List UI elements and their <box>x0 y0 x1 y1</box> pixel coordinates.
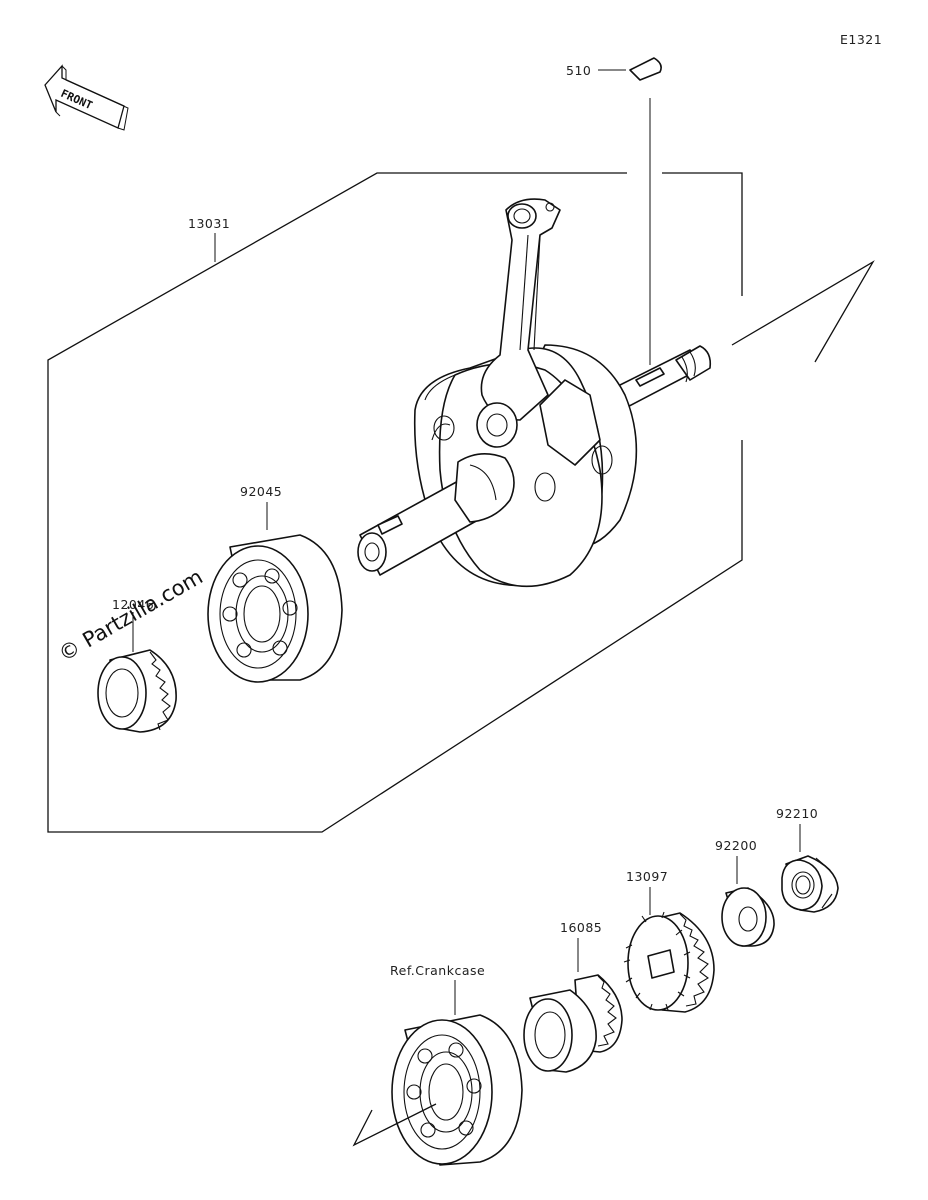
gear-16085 <box>523 974 623 1073</box>
callout-92200: 92200 <box>715 838 757 853</box>
assembly-outline <box>47 172 743 833</box>
ref-crankcase-bearing <box>391 1014 523 1166</box>
crank-gear-12046 <box>97 649 177 733</box>
callout-16085: 16085 <box>560 920 602 935</box>
washer-92200 <box>721 887 775 947</box>
flange-nut-92210 <box>781 855 839 913</box>
diagram-code: E1321 <box>840 32 882 47</box>
callout-ref-crankcase: Ref.Crankcase <box>390 963 485 978</box>
callout-13031: 13031 <box>188 216 230 231</box>
callout-510: 510 <box>566 63 591 78</box>
ref-arrow-upper <box>731 260 875 363</box>
callout-92045: 92045 <box>240 484 282 499</box>
gear-13097 <box>623 911 715 1013</box>
callout-92210: 92210 <box>776 806 818 821</box>
watermark: © Partzilla.com <box>55 565 207 667</box>
callout-12046: 12046 <box>112 597 154 612</box>
front-arrow-icon: FRONT <box>44 64 129 131</box>
crankshaft <box>357 198 712 588</box>
ref-arrow-lower <box>352 1103 437 1147</box>
woodruff-key <box>629 57 662 81</box>
ball-bearing-92045 <box>207 534 343 683</box>
callout-13097: 13097 <box>626 869 668 884</box>
